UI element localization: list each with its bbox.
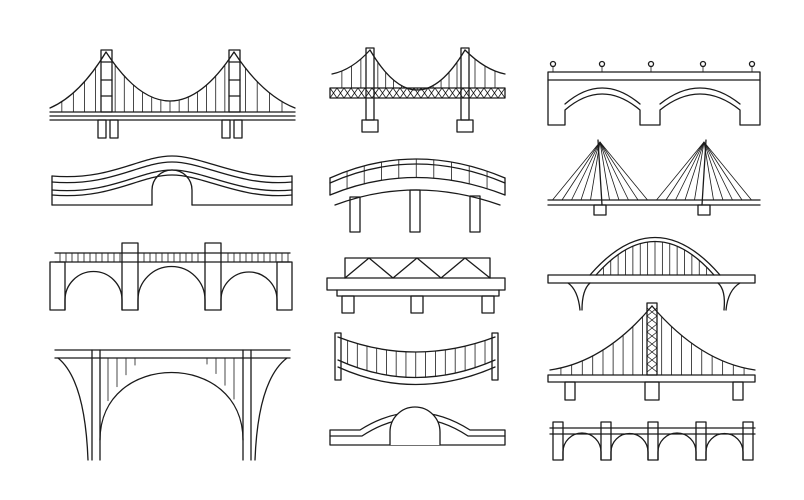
single-tower-suspension-bridge-icon [547,302,756,401]
line-stroke [441,87,450,99]
truss-bridge-icon [326,257,506,314]
line-stroke [350,87,359,99]
line-stroke [599,141,629,201]
line-stroke [703,141,724,201]
suspension-truss-bridge-icon [329,47,506,133]
line-stroke [455,87,464,99]
large-arch-viaduct-icon [54,349,291,461]
line-stroke [599,141,610,201]
line-stroke [357,87,366,99]
line-stroke [385,87,394,99]
pillar [647,421,659,461]
line-stroke [646,323,658,333]
line-stroke [646,355,658,365]
line-stroke [646,339,658,349]
arch [657,432,697,461]
arch [705,432,744,461]
line-stroke [665,141,705,201]
arch [562,432,602,461]
line-stroke [590,141,601,201]
line-stroke [703,141,714,201]
line-stroke [580,141,601,201]
line-stroke [392,87,401,99]
pillar [742,421,754,461]
line-stroke [675,141,705,201]
wavy-footbridge-icon [51,155,293,206]
line-stroke [646,331,658,341]
line-stroke [599,141,639,201]
line-stroke [343,87,352,99]
line-stroke [684,141,705,201]
lamp-icon [598,60,606,68]
hump-bridge-icon [329,406,506,446]
line-stroke [694,141,705,201]
arch [610,432,649,461]
line-stroke [552,141,601,201]
cable-stayed-bridge-icon [547,139,761,216]
line-stroke [656,141,705,201]
line-stroke [399,87,408,99]
line-stroke [646,315,658,325]
line-stroke [448,87,457,99]
lamp-icon [699,60,707,68]
suspension-bridge-icon [49,49,296,139]
line-stroke [378,87,387,99]
lamp-icon [748,60,756,68]
line-stroke [599,141,620,201]
line-stroke [571,141,601,201]
line-stroke [469,87,478,99]
arcade-bridge-icon [549,421,756,461]
lamp-icon [647,60,655,68]
line-stroke [371,87,380,99]
lamp-icon [549,60,557,68]
tied-arch-bridge-icon [547,236,756,311]
rope-bridge-icon [334,332,499,386]
line-stroke [646,347,658,357]
line-stroke [329,87,338,99]
line-stroke [646,363,658,373]
line-stroke [434,87,443,99]
line-stroke [427,87,436,99]
pillar [600,421,612,461]
line-stroke [703,141,733,201]
line-stroke [703,141,752,201]
line-stroke [490,87,499,99]
line-stroke [599,141,648,201]
arched-deck-bridge-icon [329,158,506,233]
line-stroke [336,87,345,99]
pillar [552,421,564,461]
line-stroke [483,87,492,99]
line-stroke [476,87,485,99]
line-stroke [497,87,506,99]
line-stroke [561,141,601,201]
line-stroke [703,141,743,201]
pillar [695,421,707,461]
line-stroke [420,87,429,99]
triple-arch-bridge-icon [49,242,293,311]
stone-double-arch-bridge-icon [547,60,761,126]
